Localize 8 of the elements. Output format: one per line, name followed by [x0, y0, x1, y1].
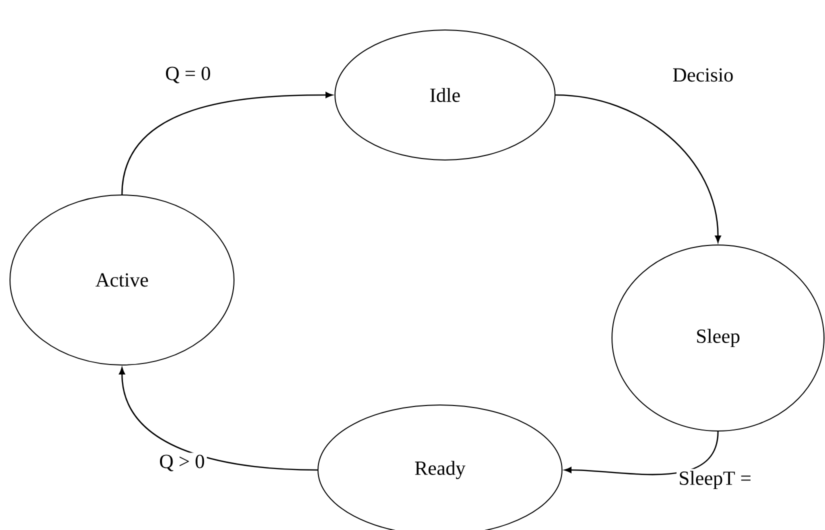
arrow	[564, 431, 719, 476]
arrow	[121, 92, 333, 195]
edge-label: Q > 0	[157, 452, 207, 474]
arrow	[119, 367, 318, 471]
edge-label: Q = 0	[163, 64, 213, 86]
arrow	[555, 94, 721, 243]
edge-label: SleepT =	[676, 468, 754, 492]
edge-label: Decisio	[670, 66, 736, 84]
